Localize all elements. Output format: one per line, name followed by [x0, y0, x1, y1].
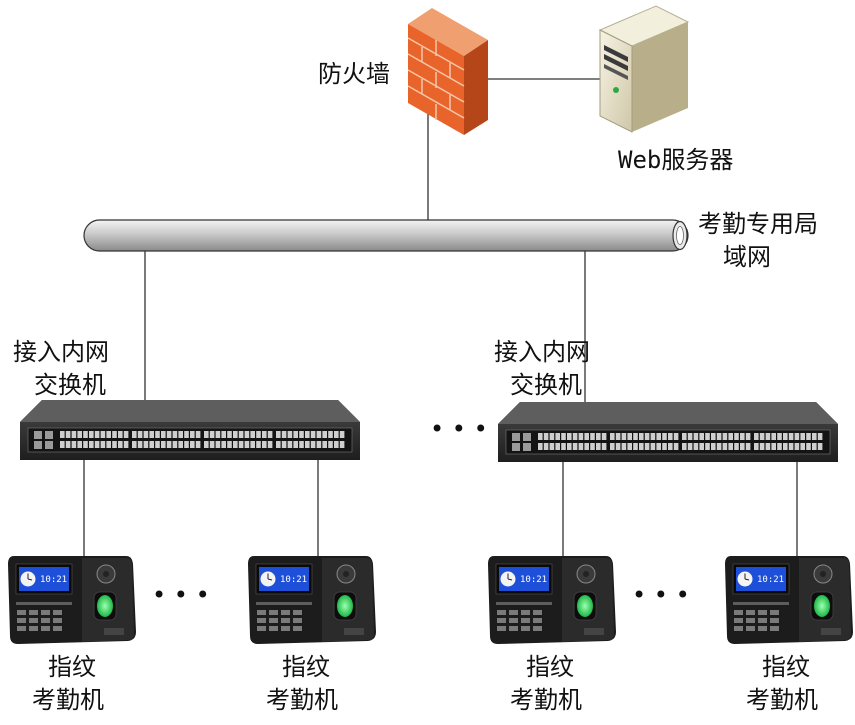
network-switch-icon — [19, 399, 361, 461]
firewall-label: 防火墙 — [318, 60, 390, 88]
switch-2-label-line2: 交换机 — [510, 371, 582, 399]
server-label-en: Web — [618, 146, 661, 174]
lan-backbone — [83, 219, 689, 252]
switch-ellipsis: • • • — [430, 415, 488, 443]
switch-2-label-line1: 接入内网 — [494, 338, 590, 366]
terminal-ellipsis-right: • • • — [632, 581, 690, 609]
fingerprint-terminal-icon — [247, 555, 377, 645]
terminal-1-label-line2: 考勤机 — [32, 686, 104, 714]
fingerprint-terminal-icon — [487, 555, 617, 645]
terminal-ellipsis-left: • • • — [152, 581, 210, 609]
terminal-2-label-line2: 考勤机 — [266, 686, 338, 714]
switch-1-label-line1: 接入内网 — [13, 338, 109, 366]
terminal-3-label-line1: 指纹 — [526, 653, 574, 681]
server-label-zh: 服务器 — [661, 146, 733, 174]
network-switch-icon — [497, 401, 839, 463]
fingerprint-terminal-icon — [724, 555, 854, 645]
terminal-4-label-line1: 指纹 — [762, 653, 810, 681]
server-icon — [598, 5, 690, 133]
terminal-2-label-line1: 指纹 — [282, 653, 330, 681]
fingerprint-terminal-icon — [7, 555, 137, 645]
terminal-4-label-line2: 考勤机 — [746, 686, 818, 714]
terminal-3-label-line2: 考勤机 — [510, 686, 582, 714]
server-label: Web服务器 — [618, 146, 733, 174]
lan-label-line2: 域网 — [723, 243, 771, 271]
firewall-icon — [407, 8, 488, 135]
lan-label-line1: 考勤专用局 — [698, 210, 818, 238]
switch-1-label-line2: 交换机 — [34, 371, 106, 399]
terminal-1-label-line1: 指纹 — [48, 653, 96, 681]
